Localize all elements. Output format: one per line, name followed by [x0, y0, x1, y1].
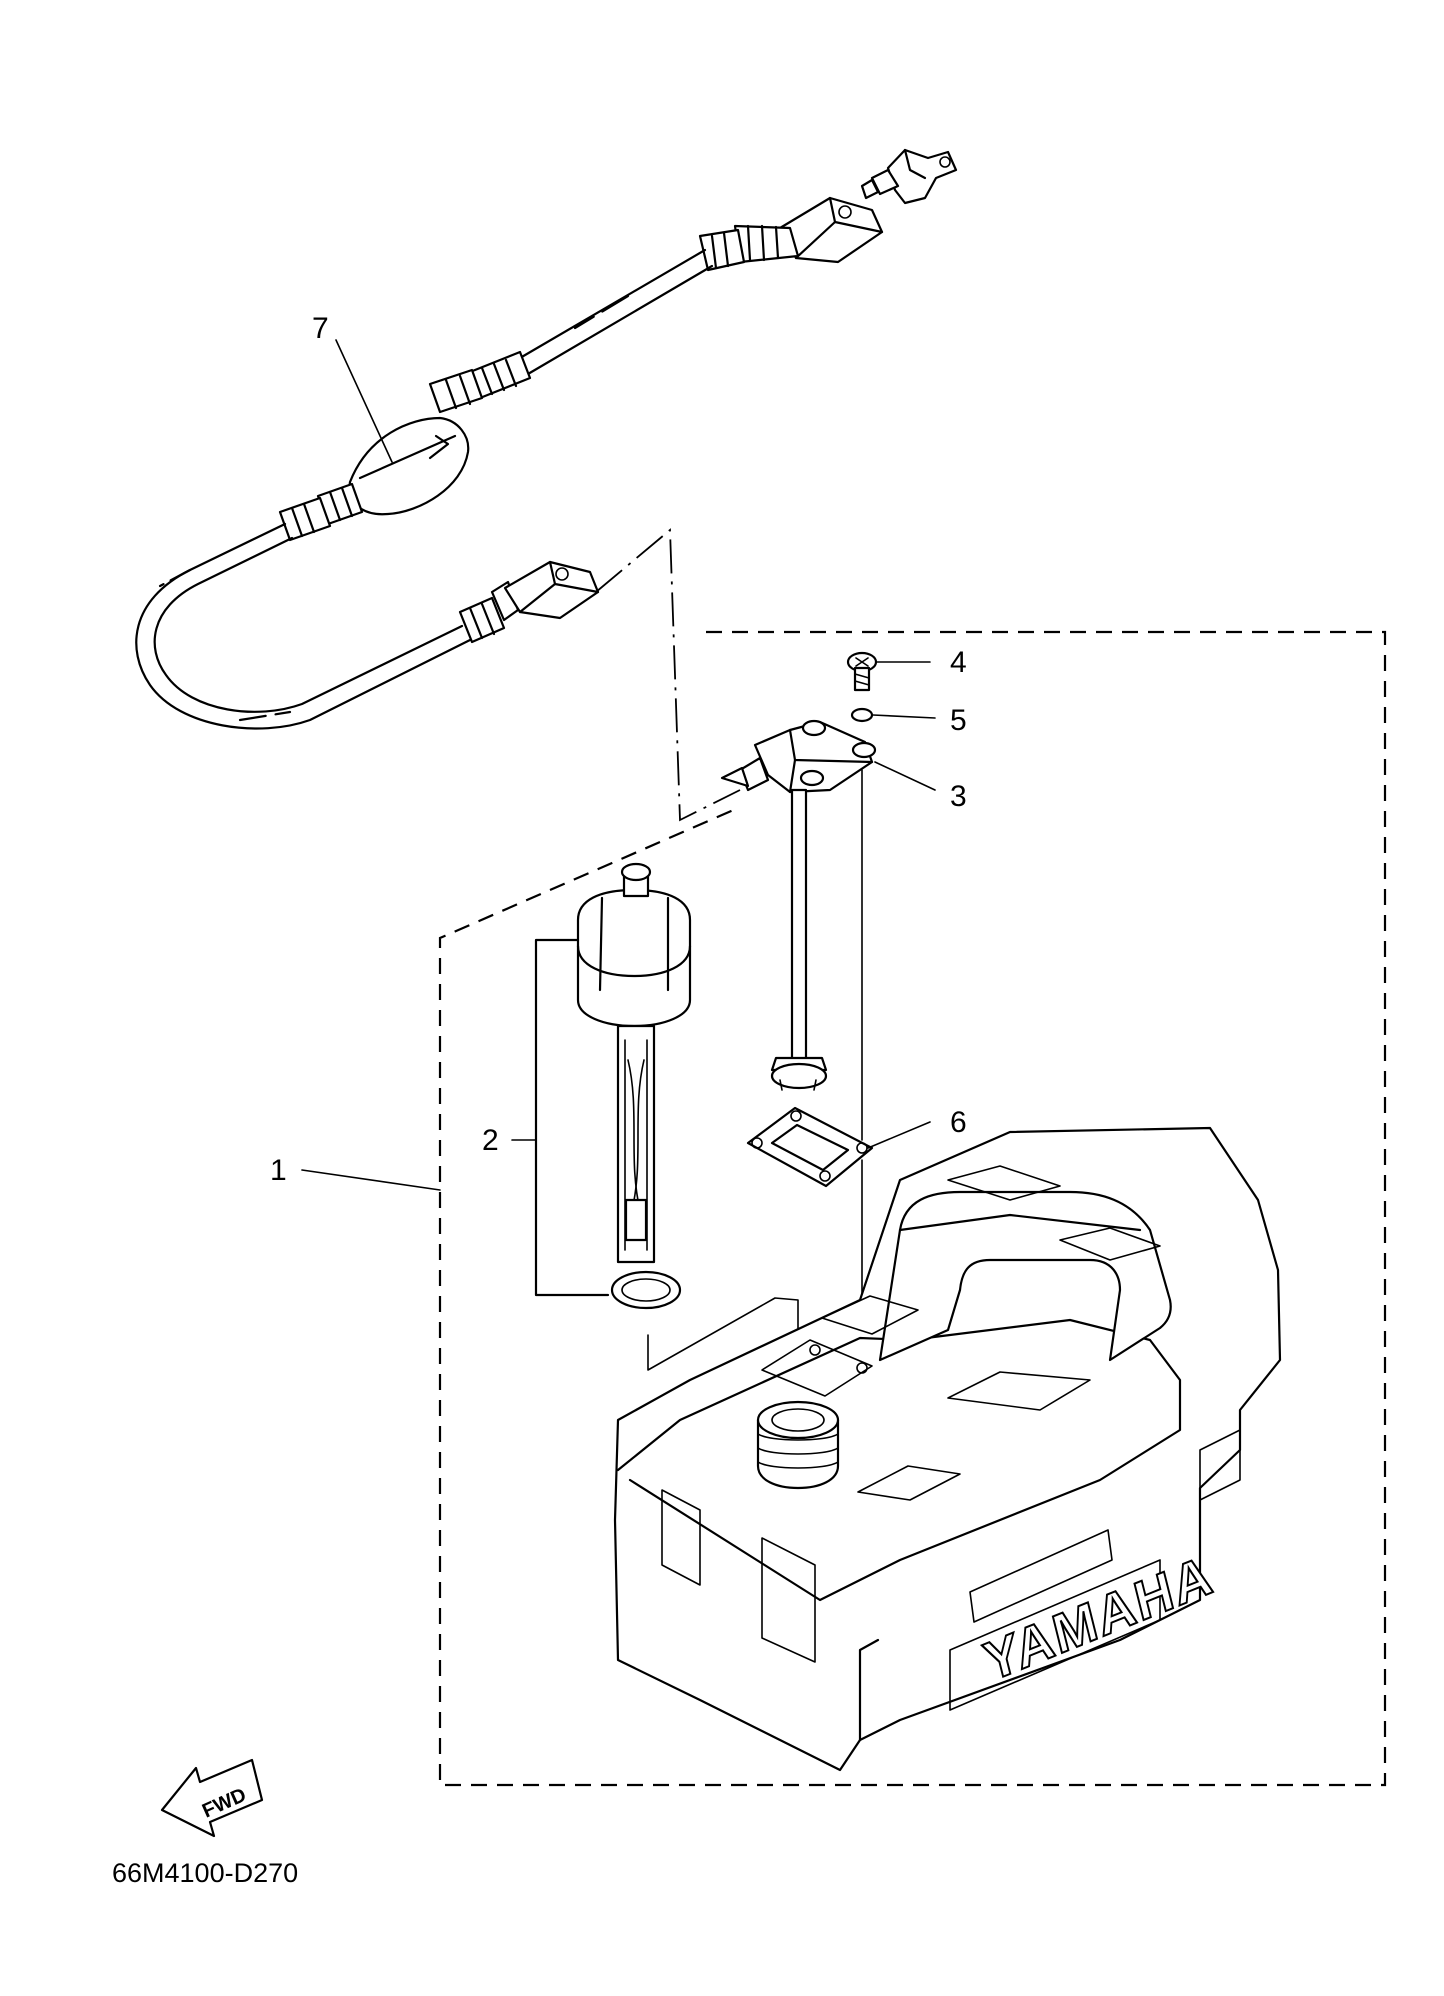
gasket-part — [746, 1106, 874, 1188]
fuel-cap-part — [576, 862, 692, 1264]
washer-part — [850, 707, 874, 723]
bracket-part-2 — [534, 938, 610, 1297]
fuel-tank: YAMAHA — [613, 1126, 1282, 1772]
bulb-fitting-right — [428, 350, 532, 414]
leader-line-3 — [874, 761, 936, 791]
fuel-gauge-pipe — [720, 719, 877, 1091]
leader-line-7 — [335, 339, 393, 463]
primer-bulb — [348, 416, 470, 516]
connection-line-hose — [595, 528, 741, 822]
callout-7: 7 — [312, 312, 329, 345]
callout-3: 3 — [950, 780, 967, 813]
engine-connector — [860, 148, 958, 205]
callout-5: 5 — [950, 704, 967, 737]
screw-part — [846, 651, 878, 692]
assembly-boundary — [438, 630, 1387, 1787]
fwd-arrow-icon: FWD — [160, 1758, 264, 1838]
leader-line-5 — [872, 714, 936, 719]
callout-1: 1 — [270, 1154, 287, 1187]
callout-2: 2 — [482, 1124, 499, 1157]
leader-line-6 — [867, 1121, 931, 1149]
hose-coupler-tank — [458, 560, 600, 644]
reference-code: 66M4100-D270 — [112, 1858, 298, 1888]
hose-coupler-top — [698, 196, 884, 272]
fuel-hose-assembly — [135, 148, 958, 730]
leader-line-1 — [301, 1169, 441, 1191]
o-ring-part — [610, 1270, 682, 1310]
callout-6: 6 — [950, 1106, 967, 1139]
bulb-fitting-left — [278, 482, 364, 542]
callout-4: 4 — [950, 646, 967, 679]
